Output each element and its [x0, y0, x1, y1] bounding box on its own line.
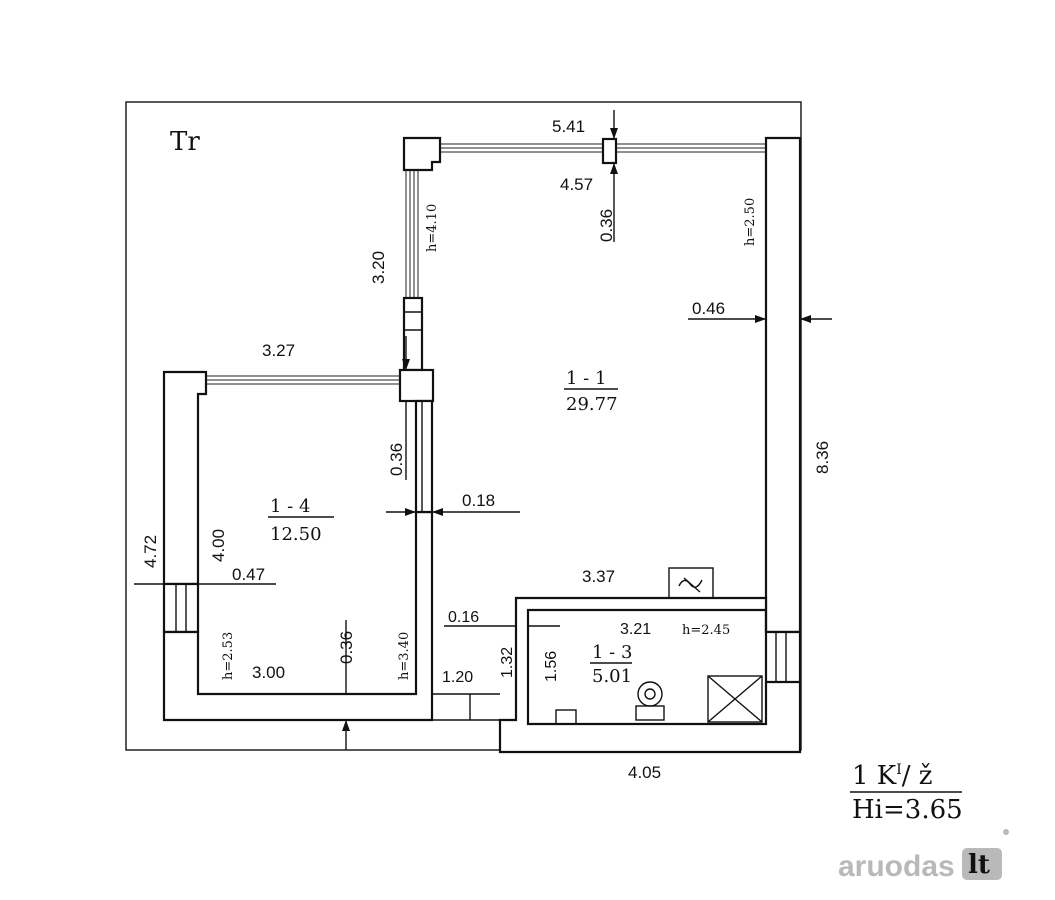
stove-fixture	[668, 567, 714, 599]
room-area: 5.01	[592, 666, 632, 687]
dim-0-46: 0.46	[692, 299, 725, 318]
room-id: 1 - 3	[592, 642, 632, 663]
watermark-tld: lt	[968, 850, 990, 880]
corner-pillar-top-left	[402, 136, 442, 172]
dim-4-57: 4.57	[560, 175, 593, 194]
room-1-3-walls	[498, 596, 802, 754]
dim-0-36-top: 0.36	[597, 209, 616, 242]
legend-superscript: I	[896, 762, 902, 778]
mullion-top	[601, 137, 618, 165]
left-window-main	[405, 170, 419, 298]
sink-fixture	[555, 709, 577, 725]
room-1-4-top-window	[206, 375, 400, 385]
dim-3-00: 3.00	[252, 663, 285, 682]
room-area: 29.77	[566, 394, 618, 415]
dim-1-32: 1.32	[499, 647, 516, 678]
dim-4-05: 4.05	[628, 763, 661, 782]
top-window	[440, 143, 766, 153]
height-2-53: h=2.53	[221, 632, 236, 680]
room-1-4-left-window	[162, 582, 200, 634]
dim-4-72: 4.72	[141, 535, 160, 568]
dim-3-27: 3.27	[262, 341, 295, 360]
watermark-logo: aruodas lt	[838, 829, 1009, 883]
svg-text:lt: lt	[968, 850, 990, 880]
dim-3-20: 3.20	[369, 251, 388, 284]
dim-3-37: 3.37	[582, 567, 615, 586]
height-4-10: h=4.10	[425, 204, 440, 252]
dim-1-56: 1.56	[543, 651, 560, 682]
dim-5-41: 5.41	[552, 117, 585, 136]
dim-4-00: 4.00	[209, 529, 228, 562]
svg-text:aruodas: aruodas	[838, 850, 955, 883]
toilet-fixture	[635, 681, 665, 721]
right-wall	[764, 136, 802, 634]
room-1-3-right-window	[775, 632, 787, 682]
legend: 1 KI/ ž Hi=3.65	[850, 761, 963, 825]
height-3-40: h=3.40	[397, 632, 412, 680]
height-2-45: h=2.45	[682, 623, 730, 638]
room-1-1-label: 1 - 1 29.77	[564, 368, 618, 415]
dim-0-36-bottom: 0.36	[337, 631, 356, 664]
corner-pillar-middle	[398, 368, 435, 403]
legend-line1: 1 K	[852, 761, 897, 791]
svg-text:1 KI/ ž: 1 KI/ ž	[852, 761, 933, 791]
room-1-3-label: 1 - 3 5.01	[590, 642, 632, 687]
dim-3-21: 3.21	[620, 621, 651, 638]
dim-1-20: 1.20	[442, 669, 473, 686]
room-id: 1 - 4	[270, 496, 310, 517]
room-1-4-label: 1 - 4 12.50	[268, 496, 334, 545]
height-2-50: h=2.50	[743, 198, 758, 246]
watermark-brand: aruodas	[838, 850, 955, 883]
dim-8-36: 8.36	[813, 441, 832, 474]
dim-0-36-mid: 0.36	[387, 443, 406, 476]
shower-fixture	[707, 675, 763, 723]
room-id: 1 - 1	[566, 368, 606, 389]
dim-0-18: 0.18	[462, 491, 495, 510]
dimension-lines	[134, 110, 832, 750]
partition-1-4	[414, 399, 434, 514]
room-1-4-left-wall	[162, 370, 208, 586]
dim-0-16: 0.16	[448, 609, 479, 626]
zone-label: Tr	[170, 127, 200, 157]
dim-0-47: 0.47	[232, 565, 265, 584]
room-area: 12.50	[270, 524, 322, 545]
legend-line1-tail: / ž	[902, 761, 933, 791]
legend-line2: Hi=3.65	[852, 795, 963, 825]
